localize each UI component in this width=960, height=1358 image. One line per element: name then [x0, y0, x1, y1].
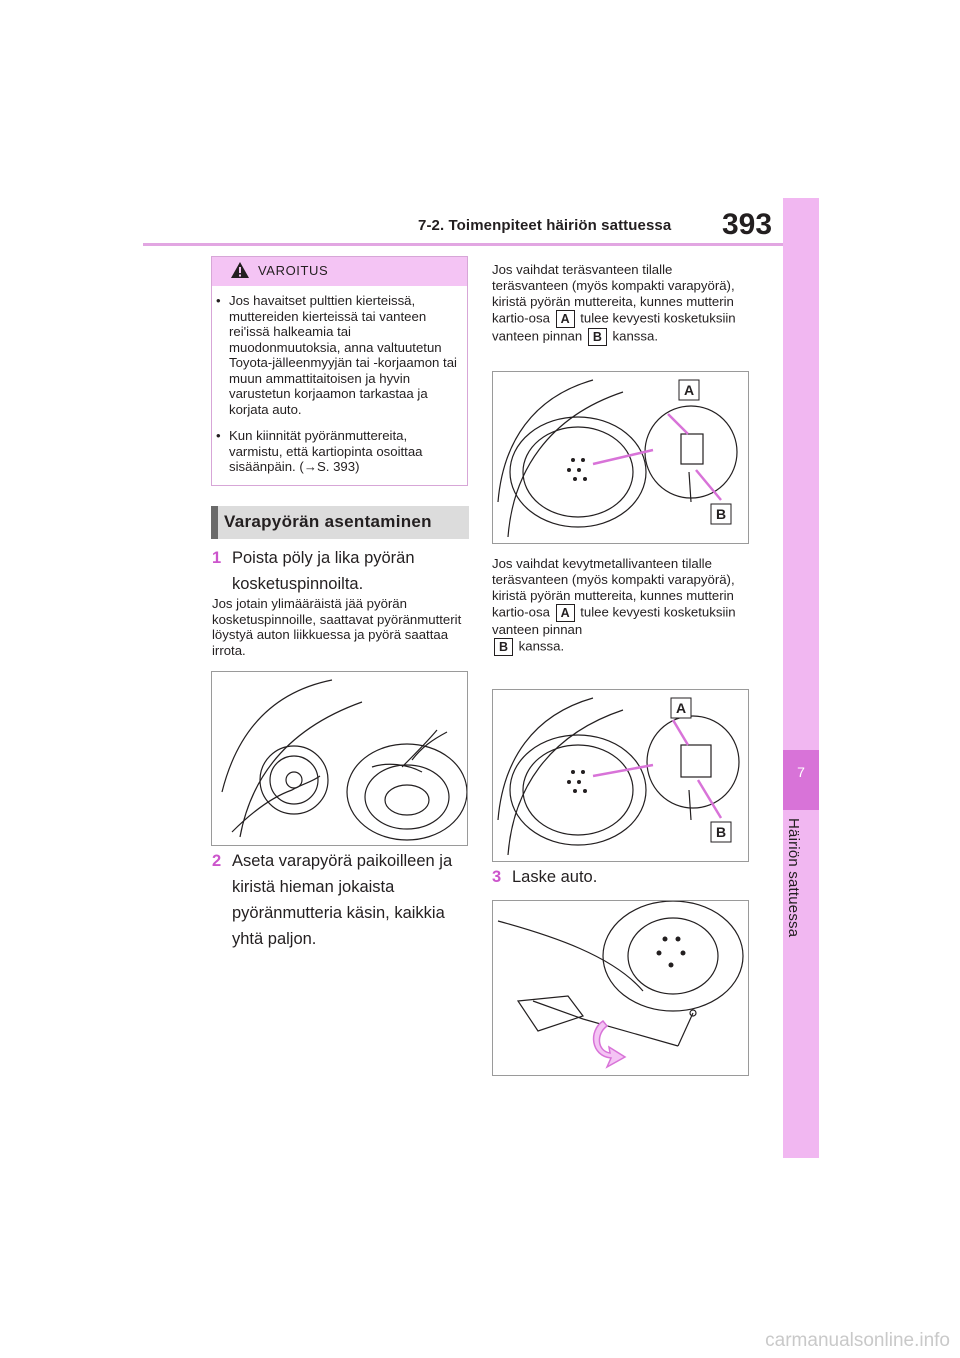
figure-alloy-rim-illustration: A B — [497, 697, 740, 856]
label-b: B — [494, 638, 513, 656]
section-heading: Varapyörän asentaminen — [224, 512, 432, 531]
step-number: 1 — [212, 549, 222, 567]
step-number: 2 — [212, 852, 222, 870]
warning-triangle-icon — [231, 262, 249, 278]
warning-title: VAROITUS — [258, 263, 329, 278]
side-tab — [783, 198, 819, 1158]
svg-text:B: B — [716, 506, 726, 522]
watermark: carmanualsonline.info — [765, 1330, 950, 1351]
page-number: 393 — [722, 208, 773, 241]
step-text: Aseta varapyörä paikoilleen ja kiristä h… — [232, 852, 453, 948]
section-heading-accent — [211, 506, 218, 539]
chapter-box — [783, 750, 819, 810]
warning-header — [212, 257, 467, 286]
warning-list: Jos havaitset pulttien kierteissä, mutte… — [216, 293, 462, 486]
figure-lower-vehicle — [492, 900, 749, 1076]
chapter-title: Häiriön sattuessa — [785, 818, 802, 938]
svg-text:A: A — [676, 700, 686, 716]
figure-clean-hub — [211, 671, 468, 846]
alloy-rim-text-2: tulee kevyesti kosketuksiin vanteen pinn… — [492, 604, 736, 637]
label-a: A — [555, 310, 575, 328]
label-b: B — [587, 328, 607, 346]
figure-steel-rim: A B — [492, 371, 749, 544]
figure-alloy-rim: A B — [492, 689, 749, 862]
step-text: Poista pöly ja lika pyörän kosketuspinno… — [232, 549, 415, 593]
steel-rim-text-3: kanssa. — [612, 328, 658, 344]
step-number: 3 — [492, 868, 502, 886]
step-1: 1 Poista pöly ja lika pyörän kosketuspin… — [212, 545, 467, 597]
step-3: 3 Laske auto. — [492, 864, 747, 890]
steel-rim-instructions: Jos vaihdat teräsvanteen tilalle teräsva… — [492, 262, 750, 346]
warning-item: Kun kiinnität pyöränmuttereita, varmistu… — [216, 428, 462, 475]
figure-lower-vehicle-illustration — [497, 901, 744, 1069]
section-heading-bar — [211, 506, 469, 539]
svg-text:B: B — [716, 824, 726, 840]
svg-text:A: A — [684, 382, 694, 398]
alloy-rim-instructions: Jos vaihdat kevytmetallivanteen tilalle … — [492, 556, 750, 656]
alloy-rim-text-1: Jos vaihdat kevytmetallivanteen tilalle … — [492, 556, 735, 620]
header-rule — [143, 243, 783, 246]
step-2: 2 Aseta varapyörä paikoilleen ja kiristä… — [212, 848, 467, 954]
warning-box — [211, 256, 468, 486]
step-text: Laske auto. — [512, 868, 598, 886]
figure-steel-rim-illustration: A B — [497, 379, 738, 538]
section-title: 7-2. Toimenpiteet häiriön sattuessa — [418, 217, 672, 234]
label-a: A — [555, 604, 575, 622]
warning-item: Jos havaitset pulttien kierteissä, mutte… — [216, 293, 462, 417]
figure-clean-hub-illustration — [221, 679, 467, 841]
steel-rim-text-1: Jos vaihdat teräsvanteen tilalle teräsva… — [492, 262, 735, 326]
alloy-rim-text-3: kanssa. — [518, 638, 565, 654]
step-1-note: Jos jotain ylimääräistä jää pyörän koske… — [212, 596, 462, 658]
steel-rim-text-2: tulee kevyesti kosketuksiin vanteen pinn… — [492, 310, 736, 344]
chapter-number: 7 — [797, 764, 805, 780]
